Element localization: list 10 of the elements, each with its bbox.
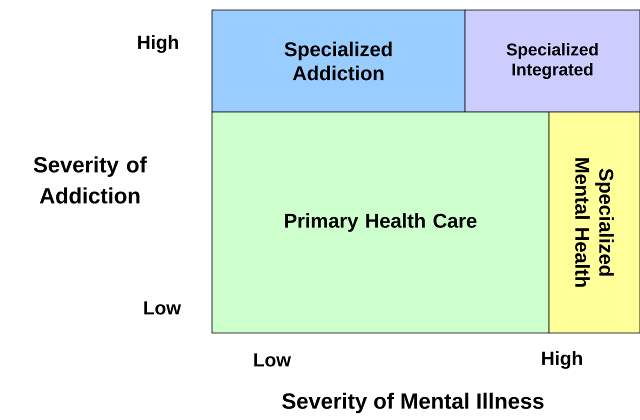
axis-label: High <box>138 35 178 53</box>
axis-title: Severity of Addiction <box>34 156 147 204</box>
region-box: Specialized Integrated <box>464 10 640 112</box>
region-box: Primary Health Care <box>212 112 550 334</box>
region-box: Specialized Mental Health <box>548 112 640 334</box>
axis-label: High <box>542 351 582 369</box>
axis-label: Low <box>254 353 292 367</box>
axis-title: Severity of Mental Illness <box>282 392 544 414</box>
axis-label: Low <box>144 301 182 315</box>
region-box: Specialized Addiction <box>212 10 466 112</box>
